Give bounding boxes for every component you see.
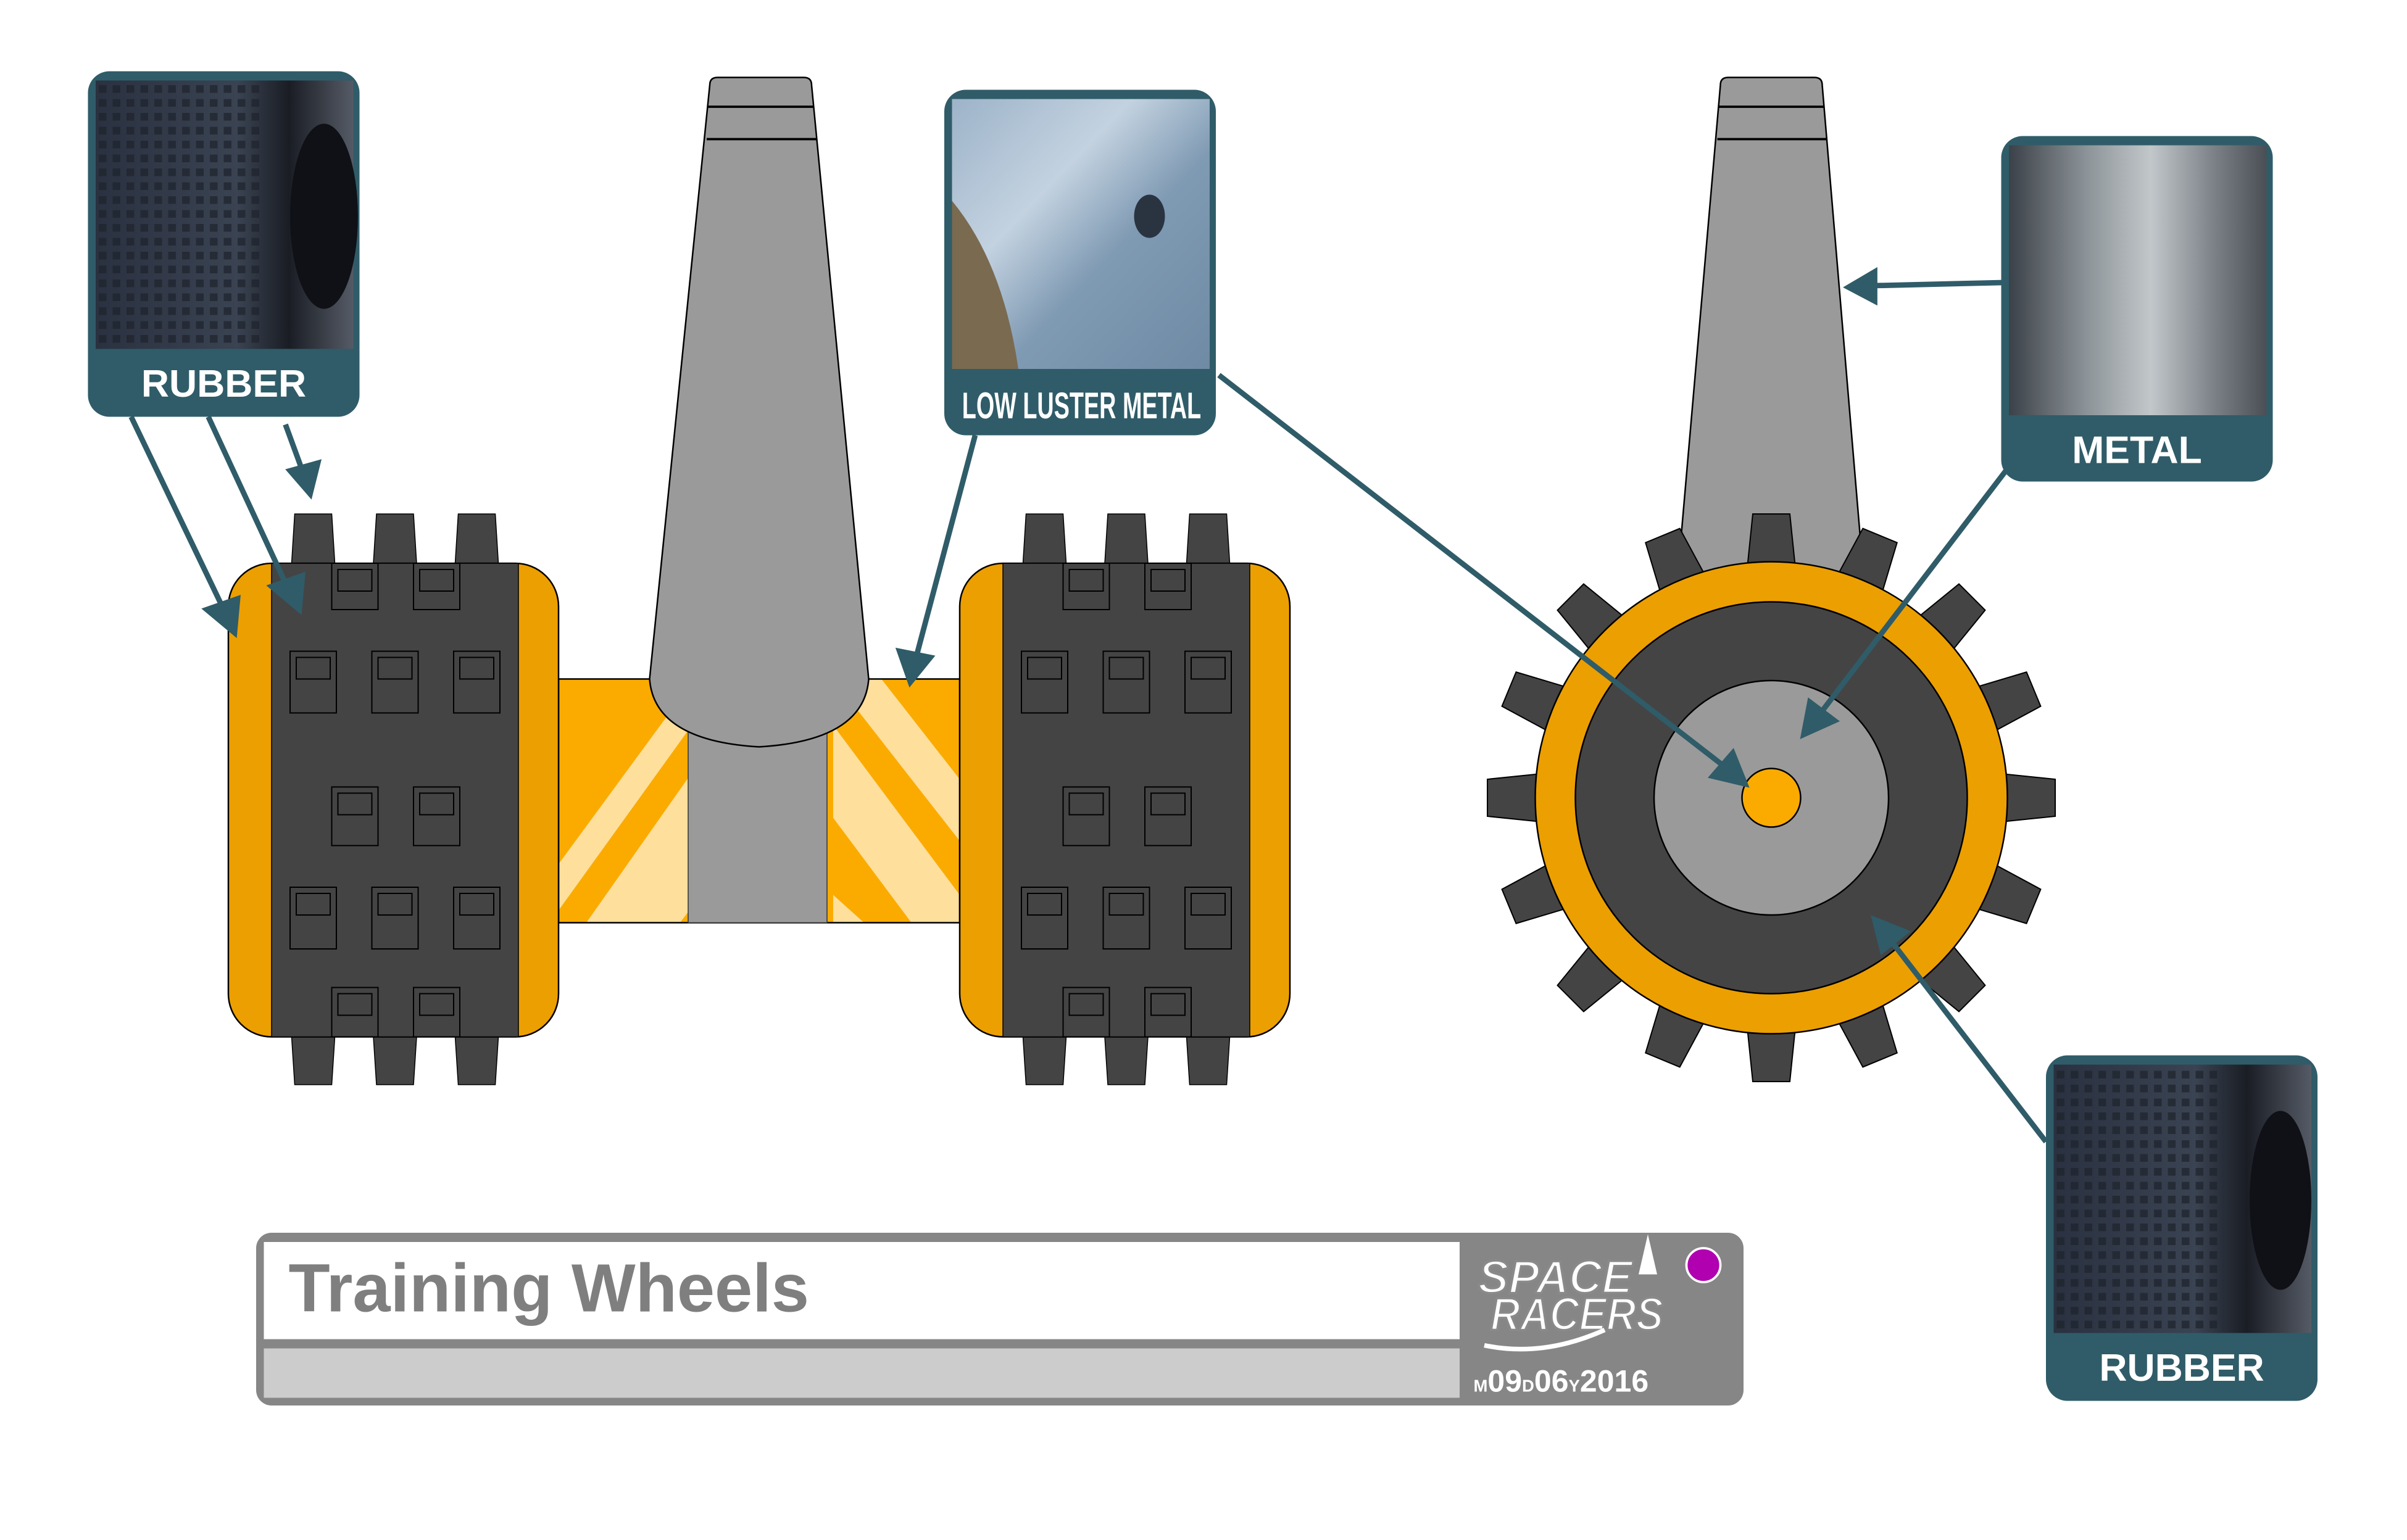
tread-lug: [289, 650, 337, 714]
tread-lug-inner: [1027, 656, 1062, 680]
tread-lug-inner: [419, 993, 454, 1016]
tread-tooth: [373, 1036, 417, 1085]
tread-tooth: [1186, 513, 1231, 564]
tread-tooth: [454, 1036, 499, 1085]
callout-label: RUBBER: [141, 362, 306, 405]
tread-lug: [1184, 650, 1232, 714]
tread-lug-inner: [459, 893, 494, 916]
tread-lug: [453, 650, 501, 714]
drawing-title: Training Wheels: [289, 1251, 809, 1327]
callout-arrows: [128, 267, 2048, 1144]
tread-lug-inner: [1150, 569, 1186, 592]
side-wheel: [1534, 561, 2008, 1035]
tread-lug: [1102, 650, 1150, 714]
tread-lug-inner: [1027, 893, 1062, 916]
tread-lug: [1144, 987, 1192, 1038]
front-post: [649, 77, 870, 748]
tread-lug-inner: [337, 792, 373, 816]
tread-lug-inner: [296, 656, 331, 680]
tread-lug-inner: [419, 569, 454, 592]
date-stamp: M09D06Y2016: [1474, 1364, 1649, 1399]
tread-lug: [1102, 887, 1150, 950]
tread-lug: [413, 987, 460, 1038]
tread-lug: [413, 563, 460, 610]
tire: [271, 563, 519, 1038]
tread-lug-inner: [1150, 993, 1186, 1016]
tread-lug: [331, 987, 379, 1038]
tread-tooth: [1022, 513, 1067, 564]
axle-stripes-right: [833, 679, 960, 923]
title-block: Training Wheels SPACE RACERS M09D06Y2016: [256, 1233, 1744, 1405]
tread-lug-inner: [1150, 792, 1186, 816]
tread-lug-inner: [1068, 993, 1104, 1016]
tread-lug-inner: [377, 656, 413, 680]
tread-lug-inner: [419, 792, 454, 816]
callout-label: METAL: [2072, 429, 2202, 472]
tread-lug-inner: [1191, 656, 1226, 680]
tread-lug-inner: [1191, 893, 1226, 916]
tread-lug-inner: [459, 656, 494, 680]
callout-rubber-top: RUBBER: [88, 71, 360, 417]
tread-lug: [1062, 563, 1110, 610]
tread-tooth: [1186, 1036, 1231, 1085]
tread-lug: [331, 786, 379, 847]
tread-lug-inner: [337, 569, 373, 592]
status-dot: [1685, 1247, 1722, 1283]
tread-lug: [1144, 563, 1192, 610]
tread-lug: [1021, 650, 1068, 714]
tread-lug-inner: [337, 993, 373, 1016]
right-wheel-front: [958, 513, 1291, 1085]
tread-lug: [413, 786, 460, 847]
tread-tooth: [1022, 1036, 1067, 1085]
space-racers-logo: SPACE RACERS: [1477, 1234, 1665, 1352]
svg-text:RACERS: RACERS: [1490, 1288, 1663, 1340]
tread-lug-inner: [1068, 569, 1104, 592]
callout-low-luster-metal: LOW LUSTER METAL: [944, 89, 1216, 436]
side-post: [1673, 77, 1868, 618]
tread-lug: [1184, 887, 1232, 950]
tread-tooth: [1104, 1036, 1149, 1085]
tread-lug-inner: [1068, 792, 1104, 816]
tread-lug: [1144, 786, 1192, 847]
tread-lug-inner: [377, 893, 413, 916]
tread-lug-inner: [1108, 656, 1144, 680]
tire: [1002, 563, 1250, 1038]
callout-label: LOW LUSTER METAL: [962, 385, 1202, 426]
tread-tooth: [454, 513, 499, 564]
tread-tooth: [373, 513, 417, 564]
tread-tooth: [291, 513, 336, 564]
tread-lug: [1062, 987, 1110, 1038]
tread-tooth: [1104, 513, 1149, 564]
callout-label: RUBBER: [2099, 1346, 2264, 1389]
tread-lug: [331, 563, 379, 610]
callout-metal: METAL: [2001, 136, 2273, 482]
tread-lug: [371, 650, 419, 714]
tread-lug: [371, 887, 419, 950]
svg-text:SPACE: SPACE: [1478, 1251, 1634, 1303]
tread-lug: [289, 887, 337, 950]
tread-lug: [1062, 786, 1110, 847]
tread-lug: [1021, 887, 1068, 950]
callout-rubber-bottom: RUBBER: [2046, 1055, 2318, 1401]
metal-photo: [2009, 145, 2267, 415]
tread-lug-inner: [296, 893, 331, 916]
tread-lug: [453, 887, 501, 950]
tread-tooth: [291, 1036, 336, 1085]
left-wheel-front: [227, 513, 560, 1085]
tread-lug-inner: [1108, 893, 1144, 916]
